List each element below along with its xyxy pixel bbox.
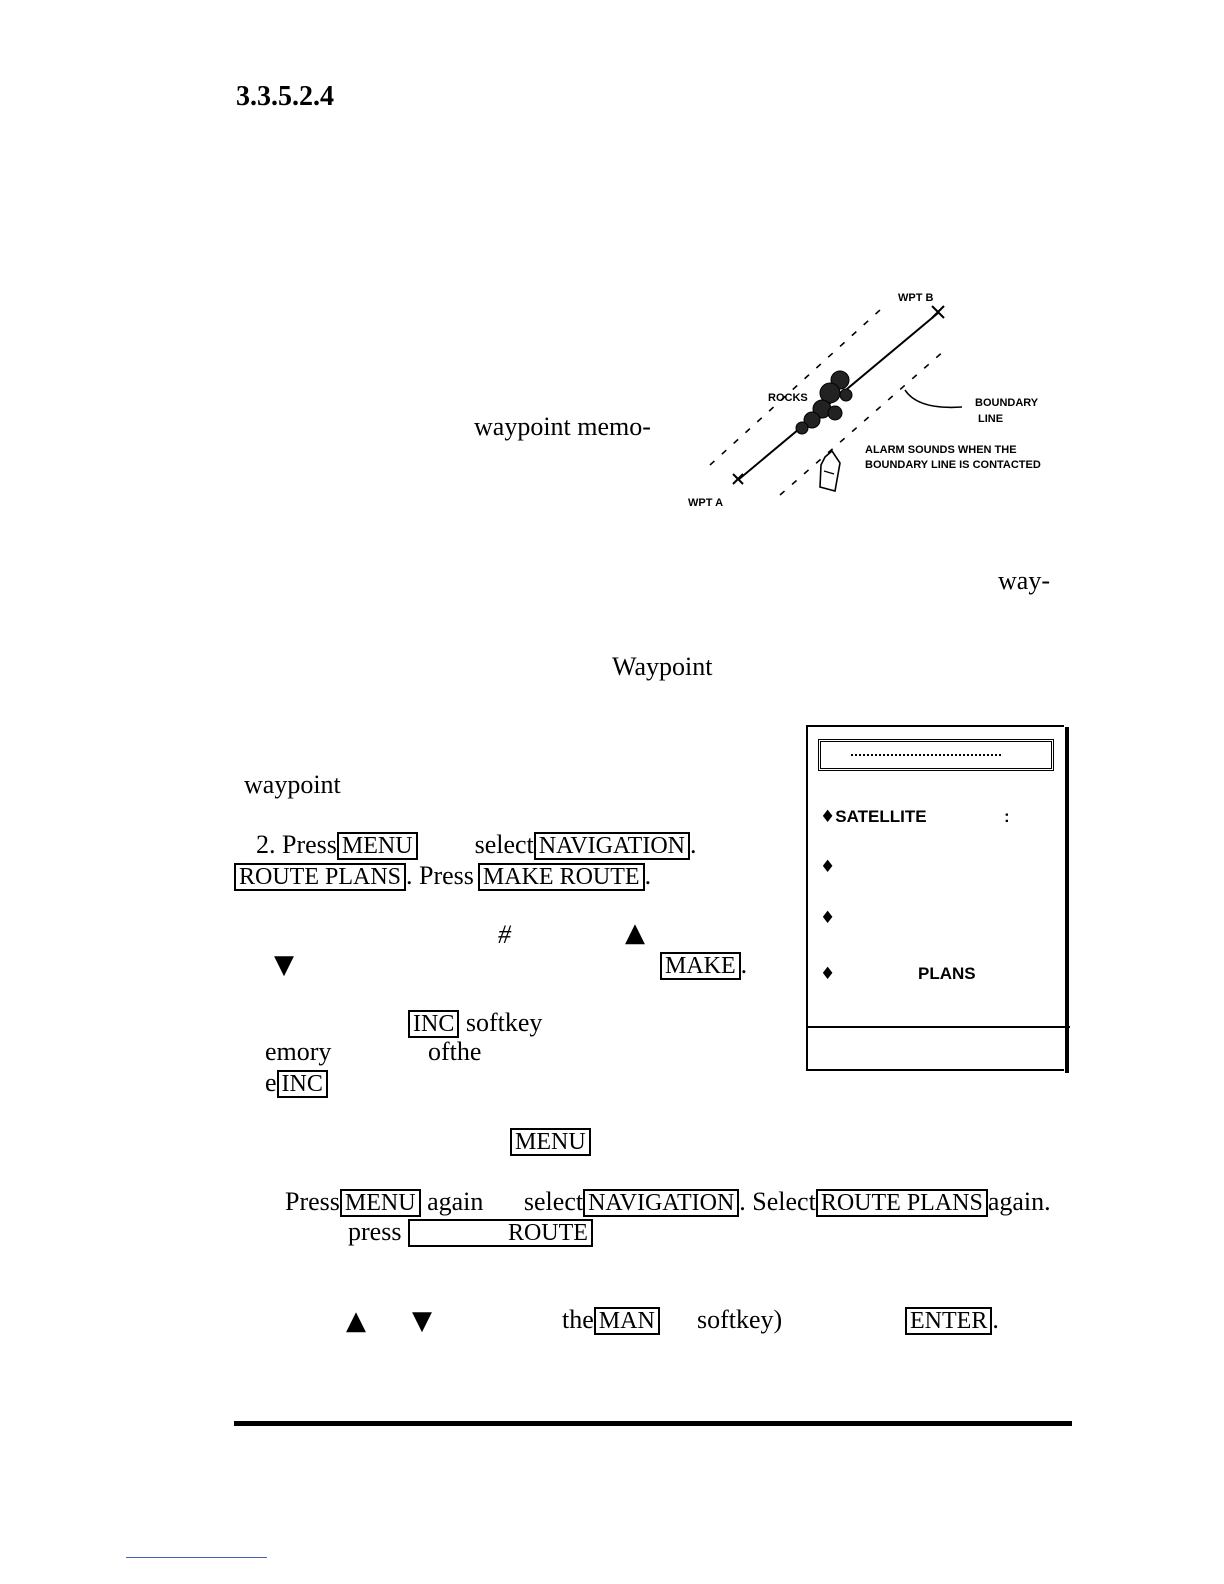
route-key[interactable]: ROUTE — [407, 1219, 593, 1247]
text-waypoint: waypoint — [244, 770, 341, 799]
footer-link-line — [126, 1557, 267, 1558]
menu-key[interactable]: MENU — [336, 832, 418, 860]
diamond-bullet-icon: ♦ — [820, 964, 836, 984]
rocks-label: ROCKS — [768, 392, 808, 404]
menu-item-3[interactable]: ♦ — [820, 908, 835, 928]
press-route-line: press ROUTE — [348, 1217, 593, 1247]
menu-item-satellite[interactable]: ♦SATELLITE — [820, 807, 927, 827]
navigation-menu-screen: ♦SATELLITE : ♦ ♦ ♦ PLANS — [806, 725, 1070, 1073]
route-plans-key[interactable]: ROUTE PLANS — [234, 863, 407, 891]
inc-key[interactable]: INC — [408, 1010, 460, 1038]
boundary-pointer — [904, 389, 963, 409]
text-waypoint-cap: Waypoint — [612, 652, 713, 681]
down-arrow-icon-2: ▼ — [412, 1306, 432, 1336]
enter-key[interactable]: ENTER — [905, 1307, 993, 1335]
diamond-bullet-icon: ♦ — [820, 908, 836, 928]
wpt-a-label: WPT A — [688, 497, 724, 509]
inc-line: INC softkey — [408, 1008, 542, 1038]
wpt-a-marker — [732, 473, 744, 485]
alarm-note-2: BOUNDARY LINE IS CONTACTED — [865, 459, 1041, 471]
menu-title-bar — [818, 739, 1054, 771]
up-arrow-icon: ▲ — [625, 918, 645, 948]
route-plans-key-2[interactable]: ROUTE PLANS — [815, 1189, 988, 1217]
text-way: way- — [998, 566, 1050, 595]
boundary-upper — [709, 309, 881, 466]
boundary-label-1: BOUNDARY — [975, 397, 1039, 409]
menu-item-plans[interactable]: ♦ — [820, 964, 835, 984]
boat-icon — [819, 449, 841, 492]
menu-line: MENU — [510, 1126, 591, 1156]
make-line: MAKE. — [660, 950, 747, 980]
man-key[interactable]: MAN — [593, 1307, 660, 1335]
diamond-bullet-icon: ♦ — [820, 857, 836, 877]
diamond-bullet-icon: ♦ — [820, 807, 836, 827]
text-ofthe: ofthe — [428, 1037, 482, 1066]
text-emory: emory — [265, 1037, 332, 1066]
make-route-key[interactable]: MAKE ROUTE — [477, 863, 645, 891]
down-arrow-icon: ▼ — [274, 950, 294, 980]
satellite-mark: : — [1004, 807, 1010, 826]
rocks-cluster — [795, 370, 853, 435]
up-arrow-icon-2: ▲ — [346, 1306, 366, 1336]
menu-item-plans-label: PLANS — [918, 964, 976, 983]
enter-line: ENTER. — [905, 1305, 999, 1335]
make-key[interactable]: MAKE — [660, 952, 741, 980]
text-waypoint-memo: waypoint memo- — [474, 412, 651, 441]
menu-key-3[interactable]: MENU — [339, 1189, 421, 1217]
menu-title-faded — [851, 754, 1001, 756]
anchor-watch-diagram: WPT B WPT A ROCKS BOUNDARY LINE ALARM SO… — [680, 285, 1080, 520]
inc-key-2[interactable]: INC — [276, 1070, 328, 1098]
navigation-key-2[interactable]: NAVIGATION — [583, 1189, 740, 1217]
menu-item-2[interactable]: ♦ — [820, 857, 835, 877]
text-hash: # — [498, 920, 511, 949]
wpt-b-marker — [931, 305, 945, 319]
footer-rule — [234, 1421, 1072, 1426]
boundary-label-2: LINE — [978, 413, 1004, 425]
boundary-diagram-svg — [709, 305, 963, 496]
boundary-lower — [779, 349, 946, 496]
screen-right-edge — [1065, 727, 1069, 1073]
navigation-key[interactable]: NAVIGATION — [533, 832, 690, 860]
alarm-note-1: ALARM SOUNDS WHEN THE — [865, 444, 1017, 456]
text-softkey-paren: softkey) — [697, 1305, 783, 1334]
menu-key-2[interactable]: MENU — [510, 1128, 591, 1156]
section-number: 3.3.5.2.4 — [236, 81, 334, 112]
menu-divider — [808, 1026, 1070, 1028]
wpt-b-label: WPT B — [898, 292, 934, 304]
